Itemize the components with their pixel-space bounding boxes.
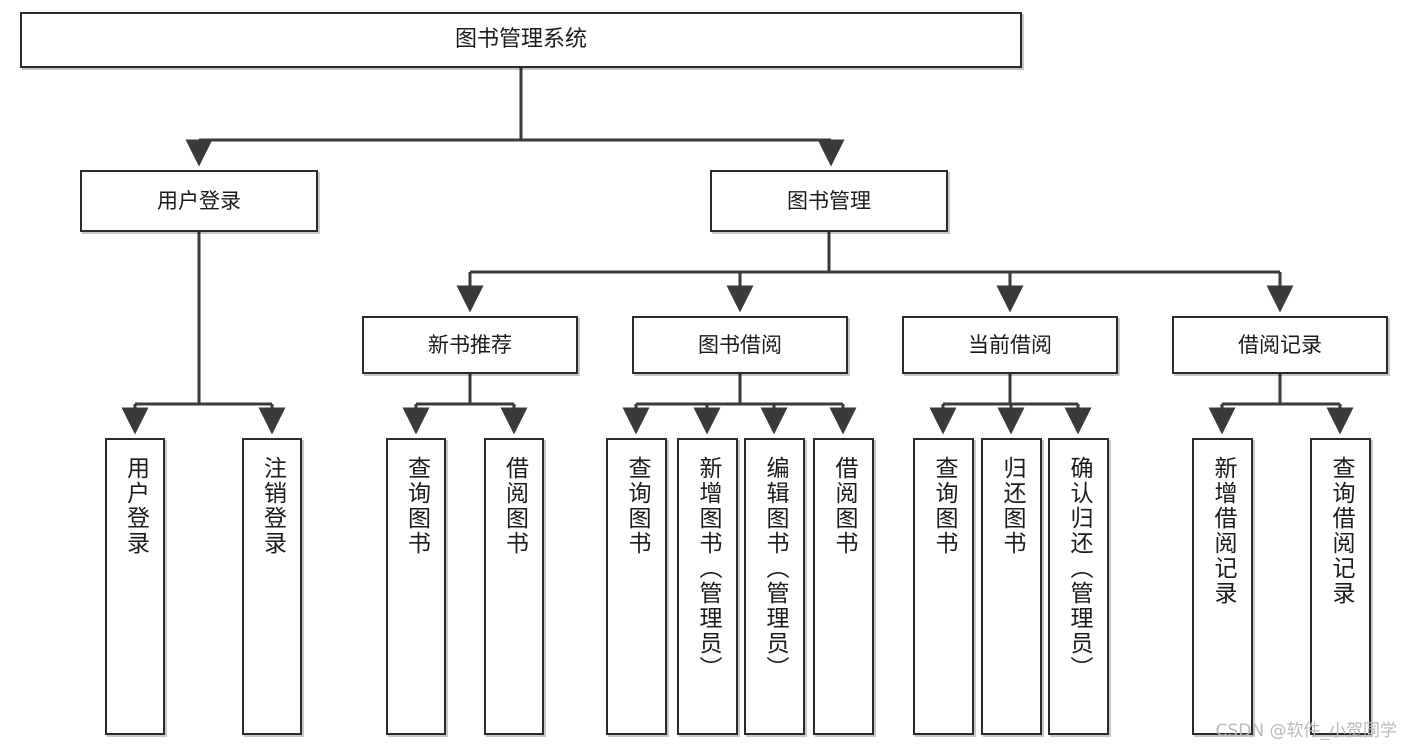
node-leaf-add-book[interactable]: 新增图书（管理员） <box>677 438 738 735</box>
node-leaf-borrow-book-label: 借阅图书 <box>831 456 857 556</box>
node-new-book-recommend-label: 新书推荐 <box>428 332 512 357</box>
node-leaf-add-record[interactable]: 新增借阅记录 <box>1192 438 1253 735</box>
node-book-manage[interactable]: 图书管理 <box>710 170 948 232</box>
node-root-label: 图书管理系统 <box>454 27 587 53</box>
node-leaf-edit-book[interactable]: 编辑图书（管理员） <box>744 438 805 735</box>
node-leaf-query-book-rec-label: 查询图书 <box>403 456 430 556</box>
node-book-borrow-label: 图书借阅 <box>698 332 782 357</box>
node-leaf-borrow-book-rec[interactable]: 借阅图书 <box>484 438 544 735</box>
node-leaf-confirm-return-label: 确认归还（管理员） <box>1066 456 1092 681</box>
watermark-credit: CSDN @软件_小贺同学 <box>1215 721 1397 741</box>
node-new-book-recommend[interactable]: 新书推荐 <box>362 316 578 374</box>
node-leaf-query-book-borrow[interactable]: 查询图书 <box>606 438 667 735</box>
node-current-borrow[interactable]: 当前借阅 <box>902 316 1118 374</box>
node-book-borrow[interactable]: 图书借阅 <box>632 316 848 374</box>
node-leaf-user-login-label: 用户登录 <box>122 456 149 556</box>
node-leaf-query-book-current-label: 查询图书 <box>931 456 957 556</box>
node-leaf-return-book[interactable]: 归还图书 <box>981 438 1042 735</box>
node-leaf-add-record-label: 新增借阅记录 <box>1210 456 1236 606</box>
node-borrow-record-label: 借阅记录 <box>1238 332 1322 357</box>
node-user-login[interactable]: 用户登录 <box>80 170 318 232</box>
node-leaf-query-book-rec[interactable]: 查询图书 <box>386 438 446 735</box>
node-leaf-confirm-return[interactable]: 确认归还（管理员） <box>1048 438 1109 735</box>
node-leaf-logout-label: 注销登录 <box>259 456 286 556</box>
node-leaf-return-book-label: 归还图书 <box>999 456 1025 556</box>
node-leaf-add-book-label: 新增图书（管理员） <box>695 456 721 681</box>
node-borrow-record[interactable]: 借阅记录 <box>1172 316 1388 374</box>
node-leaf-edit-book-label: 编辑图书（管理员） <box>762 456 788 681</box>
node-current-borrow-label: 当前借阅 <box>968 332 1052 357</box>
node-book-manage-label: 图书管理 <box>787 188 871 213</box>
node-leaf-user-login[interactable]: 用户登录 <box>105 438 165 735</box>
node-user-login-label: 用户登录 <box>157 188 241 213</box>
node-leaf-query-book-borrow-label: 查询图书 <box>624 456 650 556</box>
node-leaf-query-record[interactable]: 查询借阅记录 <box>1310 438 1371 735</box>
node-leaf-borrow-book-rec-label: 借阅图书 <box>501 456 528 556</box>
node-leaf-logout[interactable]: 注销登录 <box>242 438 302 735</box>
node-leaf-query-book-current[interactable]: 查询图书 <box>913 438 974 735</box>
node-leaf-query-record-label: 查询借阅记录 <box>1328 456 1354 606</box>
node-root[interactable]: 图书管理系统 <box>20 12 1022 68</box>
node-leaf-borrow-book[interactable]: 借阅图书 <box>813 438 874 735</box>
